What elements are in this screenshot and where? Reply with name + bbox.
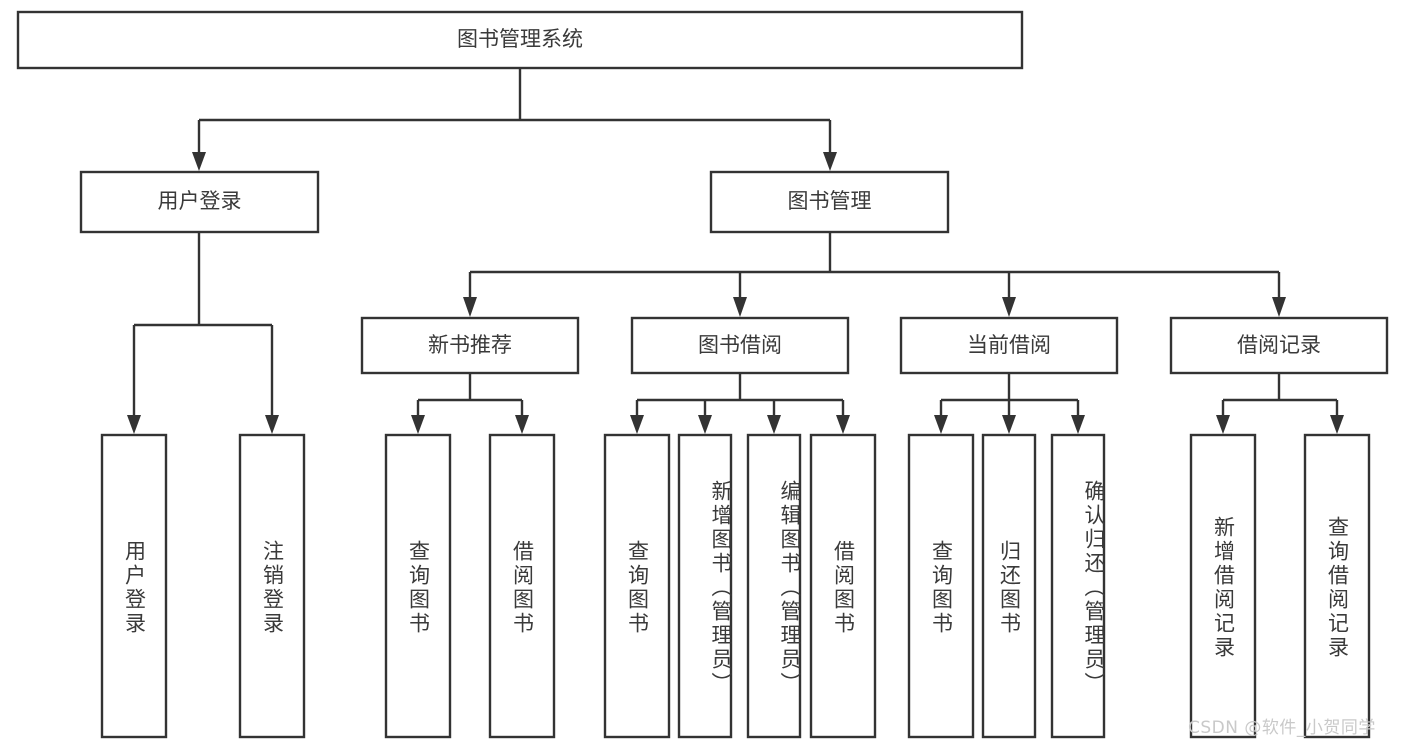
connector-borrow-record-children [1216,373,1344,434]
leaf-box-add-borrow-record[interactable] [1189,433,1257,739]
node-box-new-book-recommend[interactable] [360,316,580,375]
connector-new-book-recommend-children [411,373,529,434]
connector-book-borrow-children [630,373,850,434]
leaf-box-borrow-book-1[interactable] [488,433,556,739]
leaf-box-query-book-2[interactable] [603,433,671,739]
node-box-user-login[interactable] [79,170,320,234]
node-box-current-borrow[interactable] [899,316,1119,375]
connector-book-management-children [463,232,1286,317]
node-box-borrow-record[interactable] [1169,316,1389,375]
watermark-text: CSDN @软件_小贺同学 [1188,718,1376,738]
connector-current-borrow-children [934,373,1085,434]
connector-root-trunk [192,68,837,171]
leaf-box-add-book[interactable] [677,433,733,739]
node-box-root[interactable] [16,10,1024,70]
leaf-box-return-book[interactable] [981,433,1037,739]
connector-user-login-children [127,232,279,434]
leaf-box-query-book-3[interactable] [907,433,975,739]
node-box-book-borrow[interactable] [630,316,850,375]
leaf-box-logout-login[interactable] [238,433,306,739]
leaf-box-query-book-1[interactable] [384,433,452,739]
leaf-box-confirm-return[interactable] [1050,433,1106,739]
leaf-box-borrow-book-2[interactable] [809,433,877,739]
leaf-box-user-login[interactable] [100,433,168,739]
leaf-box-query-borrow-record[interactable] [1303,433,1371,739]
leaf-box-edit-book[interactable] [746,433,802,739]
node-box-book-management[interactable] [709,170,950,234]
